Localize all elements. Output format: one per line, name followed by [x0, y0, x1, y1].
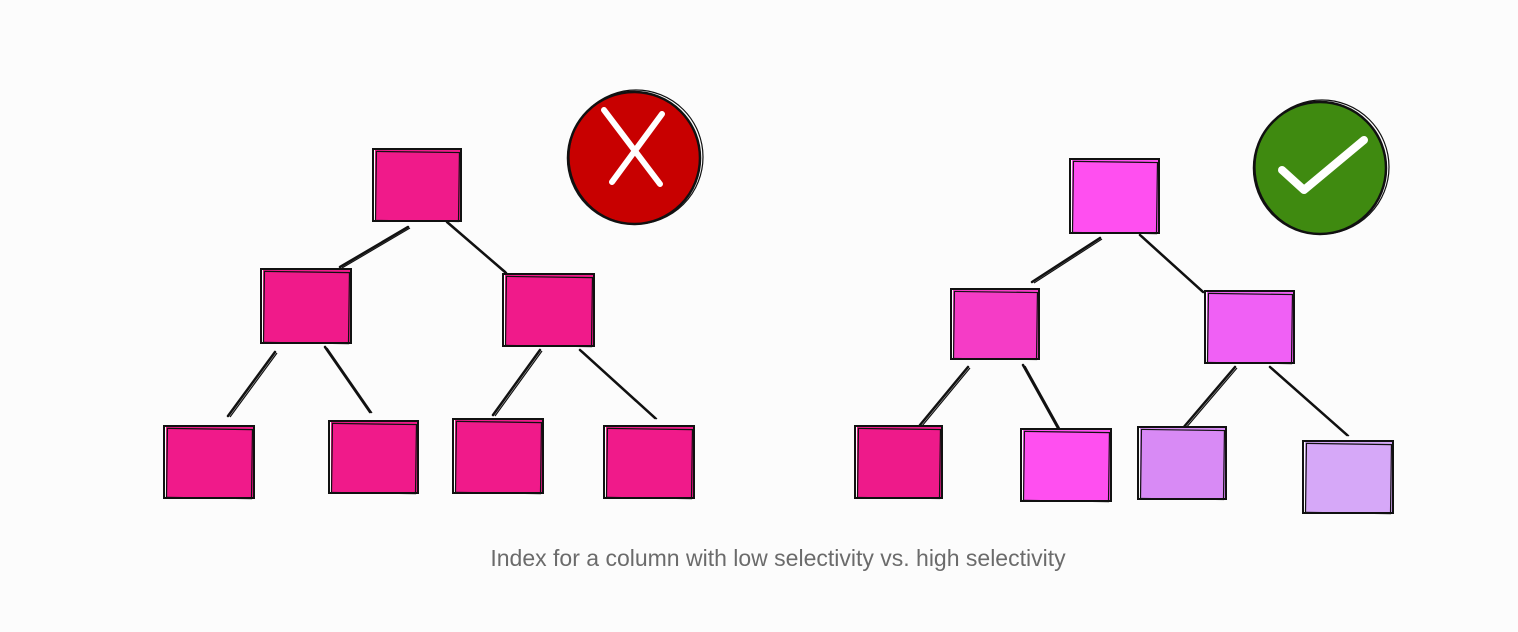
right-tree-edge-sketch: [1024, 365, 1061, 430]
right-tree-edge-sketch: [921, 367, 971, 427]
right-tree-edge: [1138, 233, 1205, 294]
left-tree-node: [375, 150, 460, 220]
check-icon: [1278, 136, 1368, 194]
right-tree-node: [953, 290, 1038, 358]
left-tree-node: [263, 270, 350, 342]
right-tree-edge-sketch: [1271, 367, 1350, 437]
left-tree-edge-sketch: [448, 222, 508, 274]
left-tree-edge-sketch: [341, 227, 411, 269]
right-tree-edge: [1021, 363, 1060, 430]
right-tree-edge-sketch: [1141, 235, 1206, 294]
left-tree-edge: [338, 225, 410, 269]
caption: Index for a column with low selectivity …: [490, 545, 1066, 571]
left-tree-node-sketch: [165, 427, 254, 500]
right-tree-node: [857, 427, 941, 497]
right-tree-node: [1140, 428, 1225, 498]
left-tree-edge: [226, 350, 277, 418]
left-tree-edge: [323, 345, 372, 414]
left-tree-node-sketch: [454, 420, 543, 495]
left-verdict-badge-sketch: [568, 89, 704, 225]
left-tree-edge-sketch: [229, 352, 278, 418]
right-tree-edge-sketch: [1184, 367, 1238, 430]
right-tree-edge: [1181, 365, 1237, 430]
right-tree-node-sketch: [1022, 430, 1111, 503]
right-tree-node-sketch: [952, 290, 1039, 361]
left-tree-edge: [491, 348, 542, 417]
left-tree-edge-sketch: [326, 347, 373, 414]
left-tree-edge: [578, 348, 657, 420]
right-tree-node-sketch: [1139, 428, 1226, 501]
right-tree-node: [1023, 430, 1110, 500]
right-tree-node-sketch: [1206, 292, 1294, 365]
right-tree-edge-sketch: [1033, 238, 1103, 284]
left-tree-node: [331, 422, 417, 492]
right-tree-node: [1305, 442, 1392, 512]
left-tree-node: [606, 427, 693, 497]
left-tree-node: [505, 275, 593, 345]
left-tree-node: [166, 427, 253, 497]
left-tree-node: [455, 420, 542, 492]
left-tree-node-sketch: [374, 150, 461, 223]
left-tree-node-sketch: [605, 427, 694, 500]
left-tree-edge-sketch: [581, 350, 658, 420]
right-tree-edge: [918, 365, 970, 427]
cross-icon: [601, 107, 665, 187]
left-tree-node-sketch: [262, 270, 351, 345]
right-tree-edge: [1030, 236, 1102, 284]
right-tree-node-sketch: [856, 427, 942, 500]
right-tree-node-sketch: [1304, 442, 1393, 515]
right-tree-node: [1072, 160, 1158, 232]
right-verdict-badge-sketch: [1254, 99, 1390, 235]
right-tree-node: [1207, 292, 1293, 362]
left-tree-node-sketch: [330, 422, 418, 495]
left-tree-edge-sketch: [494, 350, 543, 417]
right-tree-node-sketch: [1071, 160, 1159, 235]
left-tree-node-sketch: [504, 275, 594, 348]
